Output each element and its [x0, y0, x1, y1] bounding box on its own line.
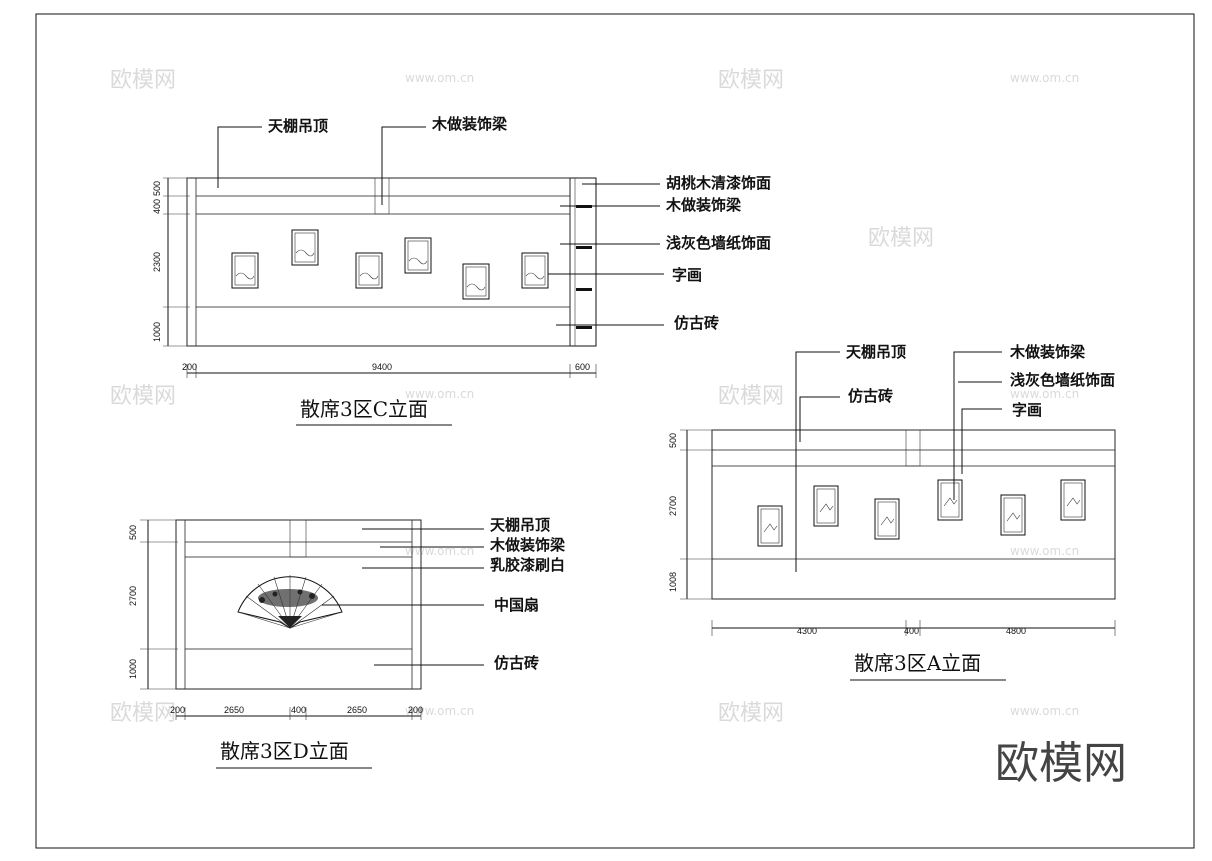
svg-text:400: 400 — [152, 199, 162, 214]
label-latex: 乳胶漆刷白 — [490, 556, 565, 574]
elevation-c: 500 400 2300 1000 200 9400 600 天棚吊顶 木做装饰… — [152, 115, 771, 426]
watermark-logo: 欧模网 — [110, 701, 176, 726]
paintings — [231, 229, 549, 300]
svg-text:500: 500 — [128, 525, 138, 540]
elevation-d-horizontal-dims: 200 2650 400 2650 200 — [170, 705, 423, 720]
label-beam: 木做装饰梁 — [665, 196, 742, 214]
svg-text:500: 500 — [152, 181, 162, 196]
svg-text:4800: 4800 — [1006, 626, 1026, 636]
watermark-url: www.om.cn — [1010, 71, 1079, 85]
watermark-url: www.om.cn — [1010, 387, 1079, 401]
elevation-a-vertical-dims: 500 2700 1008 — [668, 429, 714, 600]
label-ceiling: 天棚吊顶 — [846, 343, 906, 361]
svg-text:2650: 2650 — [224, 705, 244, 715]
watermark-url: www.om.cn — [1010, 704, 1079, 718]
elevation-d: 500 2700 1000 200 2650 400 2650 200 天棚吊顶… — [128, 516, 566, 769]
decorative-beam — [195, 195, 571, 215]
label-brick: 仿古砖 — [674, 314, 719, 332]
label-walnut: 胡桃木清漆饰面 — [666, 174, 771, 192]
svg-text:400: 400 — [904, 626, 919, 636]
watermark-url: www.om.cn — [405, 71, 474, 85]
label-painting: 字画 — [1012, 401, 1042, 419]
label-wallpaper: 浅灰色墙纸饰面 — [1010, 371, 1115, 389]
elevation-a-frame — [711, 429, 1116, 600]
svg-text:200: 200 — [408, 705, 423, 715]
svg-text:1008: 1008 — [668, 572, 678, 592]
elevation-a-horizontal-dims: 4300 400 4800 — [711, 620, 1116, 636]
label-wallpaper: 浅灰色墙纸饰面 — [666, 234, 771, 252]
svg-text:500: 500 — [668, 433, 678, 448]
label-ceiling: 天棚吊顶 — [268, 117, 328, 135]
svg-text:600: 600 — [575, 362, 590, 372]
svg-text:1000: 1000 — [152, 322, 162, 342]
elevation-c-frame — [186, 177, 597, 347]
brand-logo: 欧模网 — [995, 738, 1127, 789]
elevation-c-labels: 天棚吊顶 木做装饰梁 胡桃木清漆饰面 木做装饰梁 浅灰色墙纸饰面 字画 仿古砖 — [217, 115, 771, 332]
watermark-url: www.om.cn — [405, 704, 474, 718]
watermark-logo: 欧模网 — [718, 701, 784, 726]
svg-text:200: 200 — [170, 705, 185, 715]
watermark-url: www.om.cn — [1010, 544, 1079, 558]
watermark-logo: 欧模网 — [868, 226, 934, 251]
svg-text:9400: 9400 — [372, 362, 392, 372]
watermark-logo: 欧模网 — [718, 68, 784, 93]
label-ceiling: 天棚吊顶 — [490, 516, 550, 534]
wallpaper-zone — [195, 213, 571, 308]
watermark-logo: 欧模网 — [110, 384, 176, 409]
paintings — [757, 479, 1086, 547]
svg-text:2700: 2700 — [668, 496, 678, 516]
watermark-logo: 欧模网 — [718, 384, 784, 409]
svg-text:2650: 2650 — [347, 705, 367, 715]
svg-text:2300: 2300 — [152, 252, 162, 272]
elevation-a-title: 散席3区A立面 — [854, 651, 981, 675]
label-fan: 中国扇 — [494, 596, 539, 614]
elevation-c-horizontal-dims: 200 9400 600 — [182, 362, 597, 378]
brick-zone — [195, 306, 571, 347]
sheet-border — [35, 13, 1195, 849]
elevation-a-labels: 天棚吊顶 仿古砖 木做装饰梁 浅灰色墙纸饰面 字画 — [795, 343, 1115, 572]
elevation-d-labels: 天棚吊顶 木做装饰梁 乳胶漆刷白 中国扇 仿古砖 — [322, 516, 566, 672]
label-beam-top: 木做装饰梁 — [431, 115, 508, 133]
label-painting: 字画 — [672, 266, 702, 284]
svg-text:1000: 1000 — [128, 659, 138, 679]
svg-text:200: 200 — [182, 362, 197, 372]
svg-text:2700: 2700 — [128, 586, 138, 606]
label-brick: 仿古砖 — [848, 387, 893, 405]
svg-text:4300: 4300 — [797, 626, 817, 636]
elevation-c-title: 散席3区C立面 — [300, 397, 428, 421]
elevation-a: 500 2700 1008 4300 400 4800 天棚吊顶 仿古砖 木做装… — [668, 343, 1116, 681]
svg-text:400: 400 — [291, 705, 306, 715]
elevation-d-title: 散席3区D立面 — [220, 739, 349, 763]
label-beam: 木做装饰梁 — [489, 536, 566, 554]
label-beam: 木做装饰梁 — [1009, 343, 1086, 361]
watermark-url: www.om.cn — [405, 387, 474, 401]
chinese-fan-icon — [237, 575, 343, 629]
watermark-url: www.om.cn — [405, 544, 474, 558]
elevation-d-vertical-dims: 500 2700 1000 — [128, 519, 178, 690]
watermark-layer: 欧模网 www.om.cn 欧模网 www.om.cn 欧模网 欧模网 www.… — [110, 68, 1079, 726]
elevation-c-vertical-dims: 500 400 2300 1000 — [152, 177, 190, 347]
label-brick: 仿古砖 — [494, 654, 539, 672]
watermark-logo: 欧模网 — [110, 68, 176, 93]
